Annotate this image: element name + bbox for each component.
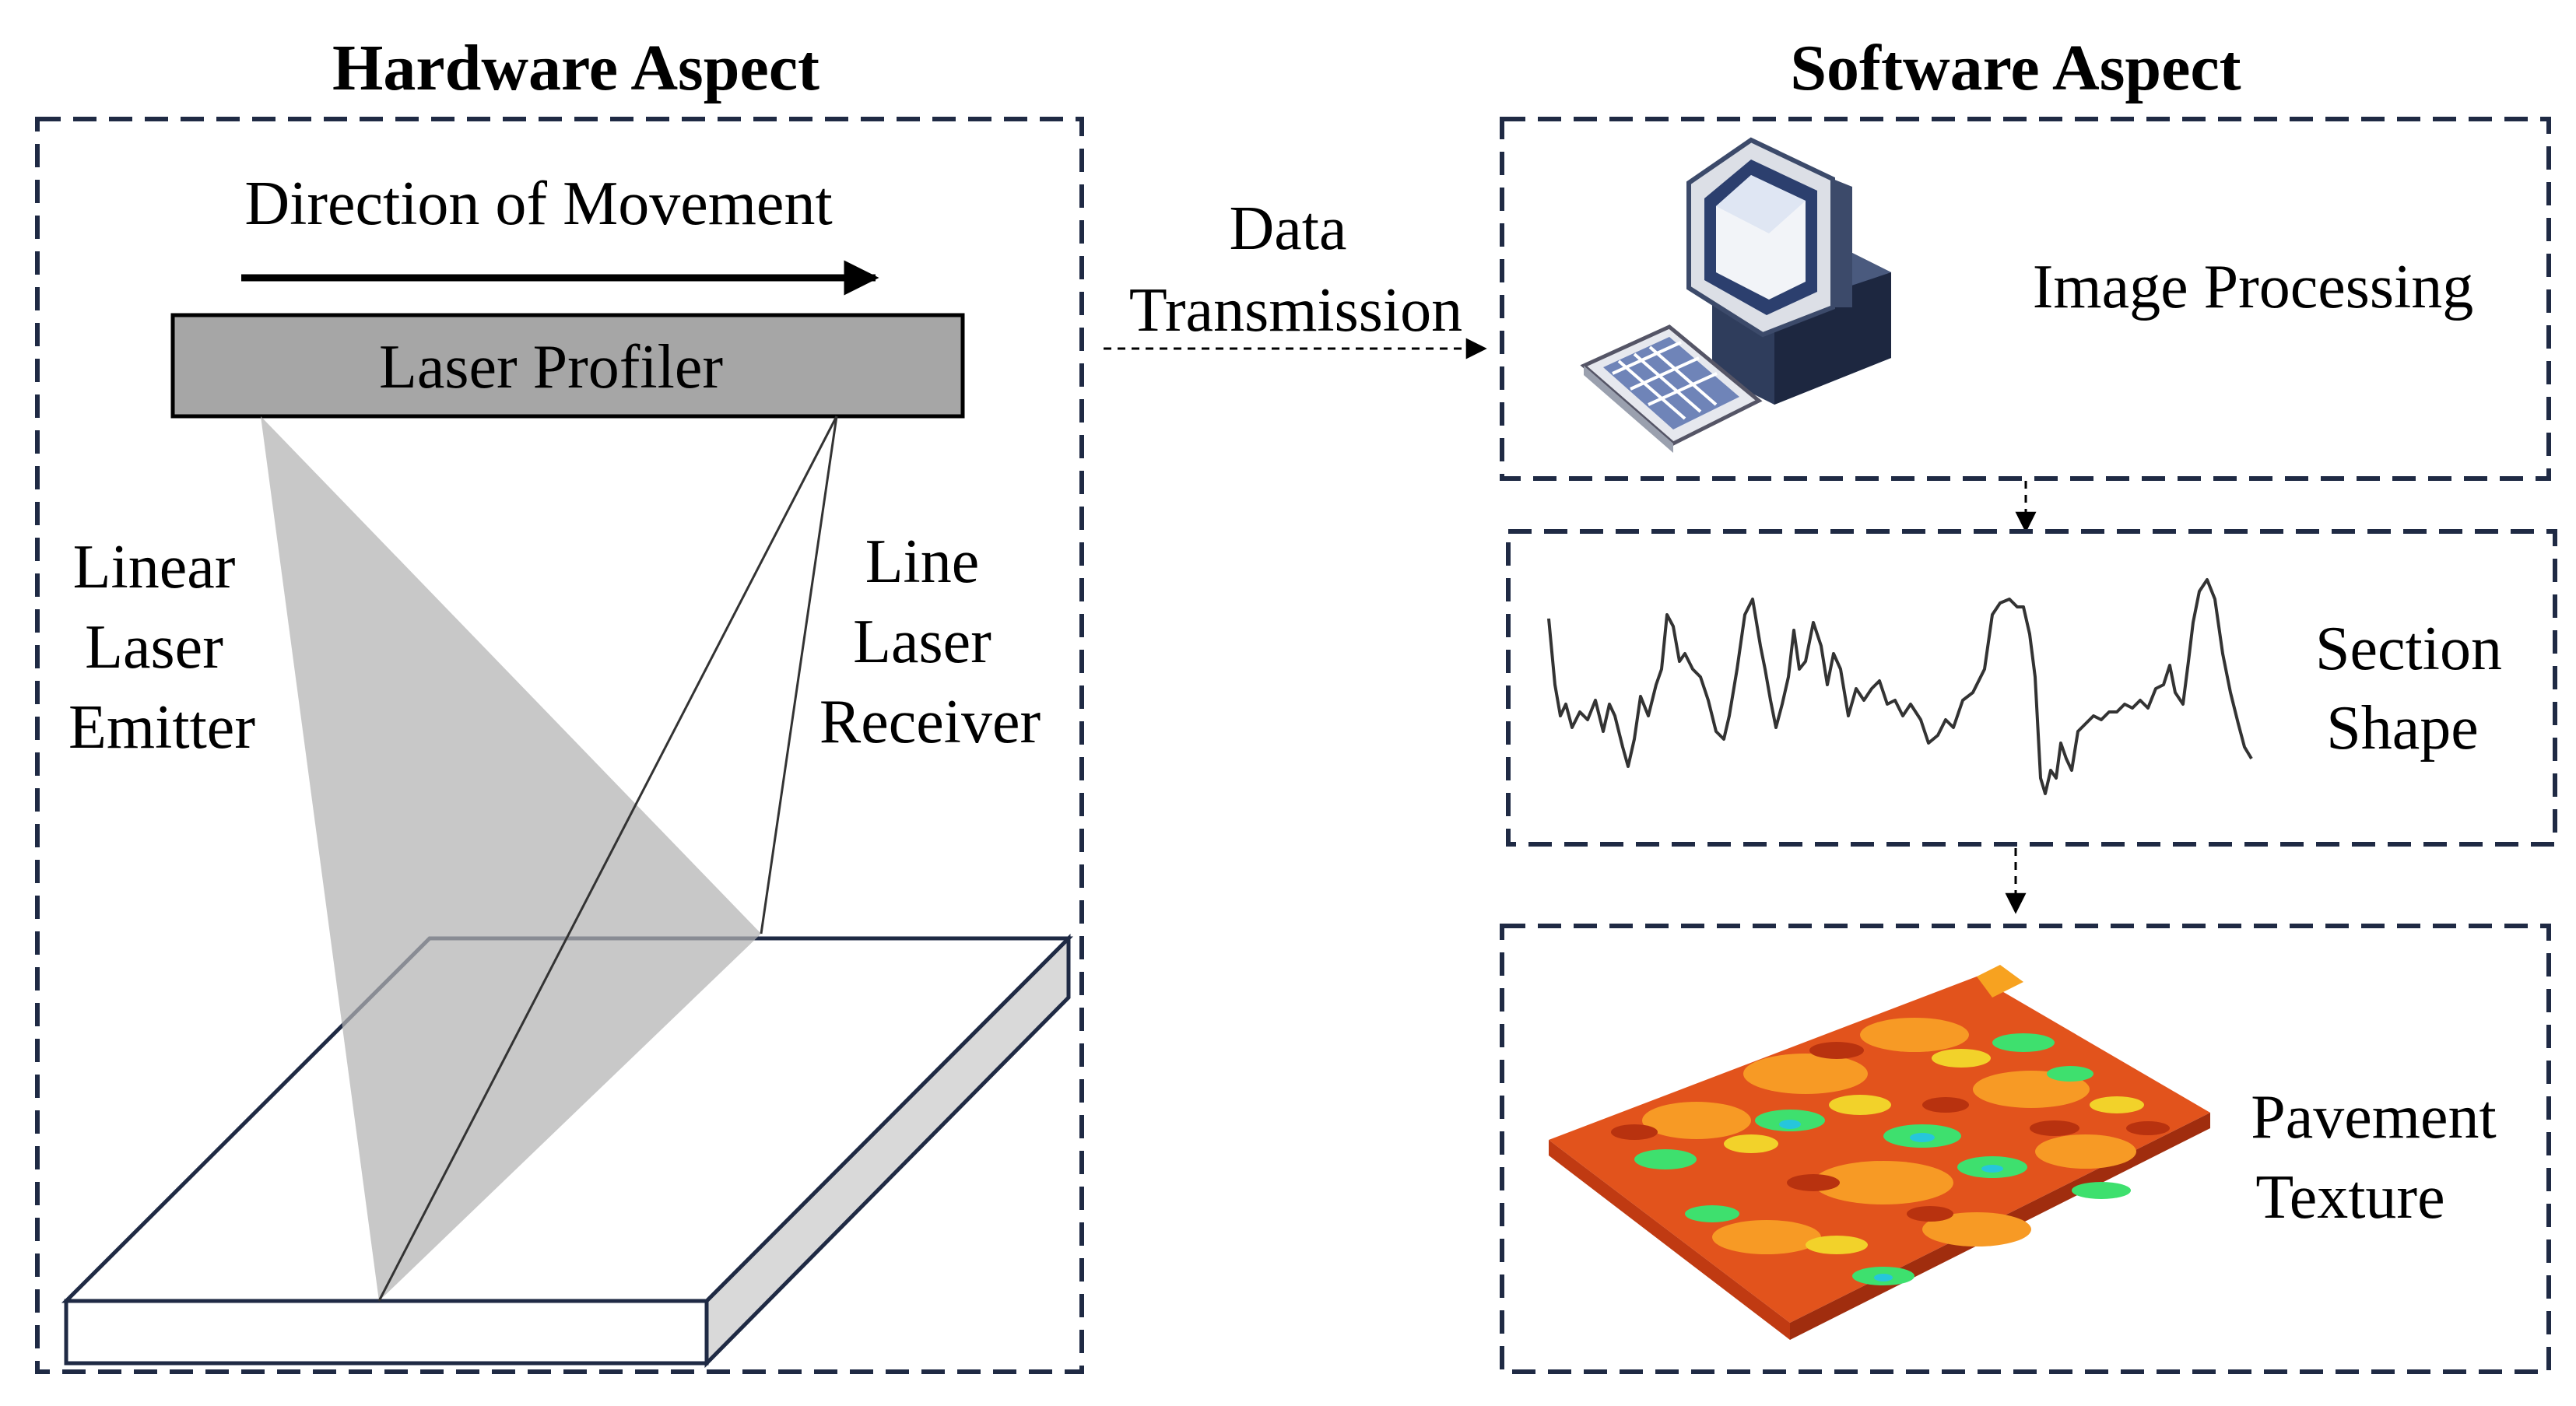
hardware-panel-frame	[35, 117, 1084, 1374]
section-profile-curve	[1547, 578, 2253, 795]
receiver-ray-left	[377, 415, 838, 1302]
pavement-texture-label: Pavement Texture	[2251, 1083, 2511, 1232]
slab-front-face	[64, 1299, 709, 1366]
laser-beam	[261, 416, 761, 1301]
receiver-ray-right	[760, 415, 838, 934]
computer-icon	[1580, 137, 1891, 453]
section-shape-panel-frame	[1506, 529, 2557, 847]
software-aspect-title: Software Aspect	[1790, 32, 2241, 104]
data-transmission-label: Data Transmission	[1129, 195, 1462, 345]
pavement-texture-panel-frame	[1500, 924, 2551, 1374]
linear-laser-emitter-label: Linear Laser Emitter	[68, 533, 255, 762]
image-processing-label: Image Processing	[2033, 253, 2474, 321]
laser-profiler: Laser Profiler	[170, 313, 965, 419]
laser-profiler-box	[170, 313, 965, 419]
pavement-texture-surface	[1549, 965, 2210, 1340]
line-laser-receiver-label: Line Laser Receiver	[819, 528, 1041, 756]
laser-profiler-label: Laser Profiler	[379, 333, 723, 401]
image-processing-panel-frame	[1500, 117, 2551, 481]
hardware-aspect-title: Hardware Aspect	[332, 32, 819, 104]
section-shape-label: Section Shape	[2315, 615, 2518, 763]
direction-of-movement-label: Direction of Movement	[244, 170, 832, 238]
